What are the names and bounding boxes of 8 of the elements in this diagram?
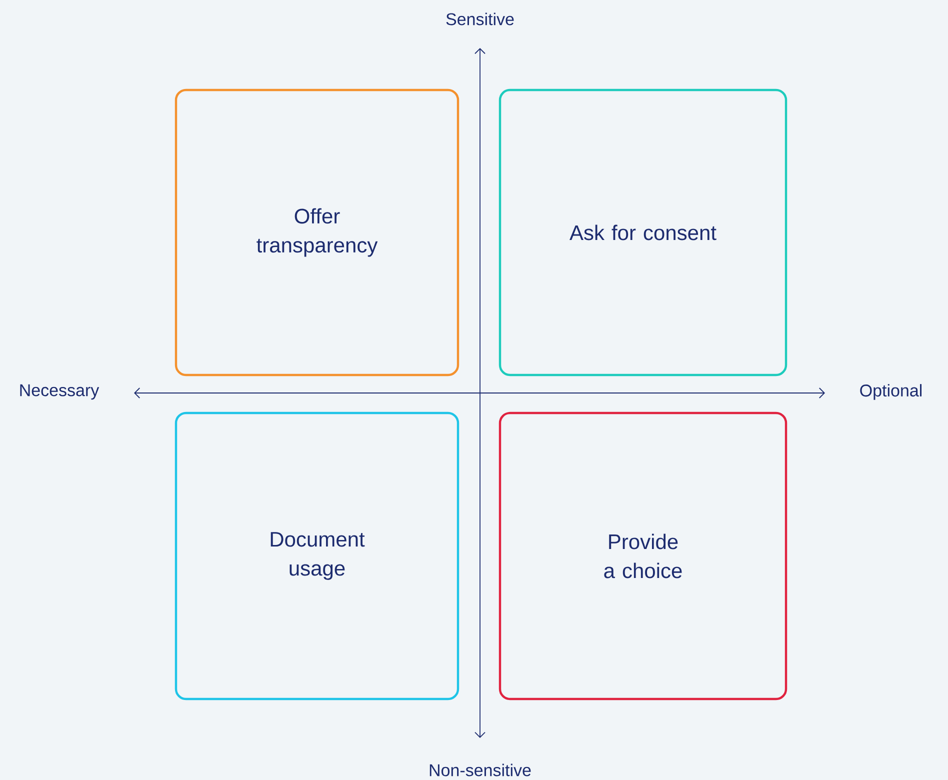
quadrant-box: Document usage — [174, 412, 460, 700]
quadrant-box: Provide a choice — [498, 412, 788, 700]
quadrant-box: Offer transparency — [174, 88, 460, 376]
axis-label: Sensitive — [446, 12, 514, 26]
axis-label: Non-sensitive — [430, 764, 531, 776]
axis-label: Optional — [860, 384, 922, 400]
quadrant-box: Ask for consent — [498, 88, 788, 376]
axis-label: Necessary — [20, 384, 100, 400]
